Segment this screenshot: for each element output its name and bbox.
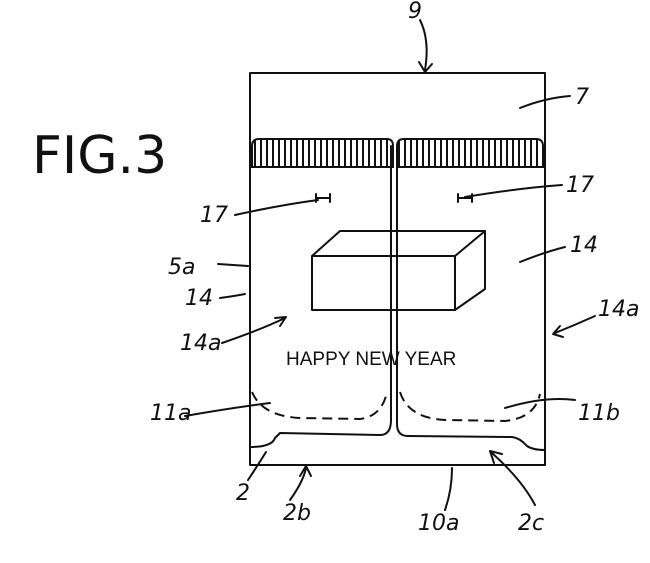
gift-box-top xyxy=(311,230,486,257)
label-11a: 11a xyxy=(150,401,191,426)
label-7: 7 xyxy=(575,85,589,110)
label-14-right: 14 xyxy=(570,233,598,258)
gift-box-side xyxy=(454,230,486,311)
label-10a: 10a xyxy=(418,511,459,536)
label-5a: 5a xyxy=(168,255,195,280)
label-14a-left: 14a xyxy=(180,331,221,356)
label-14-left: 14 xyxy=(185,286,213,311)
label-9: 9 xyxy=(408,0,422,24)
label-17-right: 17 xyxy=(566,173,594,198)
label-2b: 2b xyxy=(283,501,311,526)
right-flap-edge xyxy=(396,145,546,451)
dashed-line-11a xyxy=(251,391,388,421)
label-11b: 11b xyxy=(578,401,620,426)
hatched-band-right xyxy=(396,138,544,168)
greeting-text: HAPPY NEW YEAR xyxy=(286,349,456,370)
label-17-left: 17 xyxy=(200,203,228,228)
card-outline xyxy=(249,72,546,466)
label-2: 2 xyxy=(236,481,250,506)
hatched-band-left xyxy=(251,138,394,168)
dashed-line-11b xyxy=(399,391,541,423)
label-2c: 2c xyxy=(518,511,544,536)
left-flap-edge xyxy=(249,145,392,448)
label-14a-right: 14a xyxy=(598,297,639,322)
leader-lines xyxy=(184,19,596,511)
gift-box-front xyxy=(311,255,456,311)
figure-title: FIG.3 xyxy=(32,126,167,186)
